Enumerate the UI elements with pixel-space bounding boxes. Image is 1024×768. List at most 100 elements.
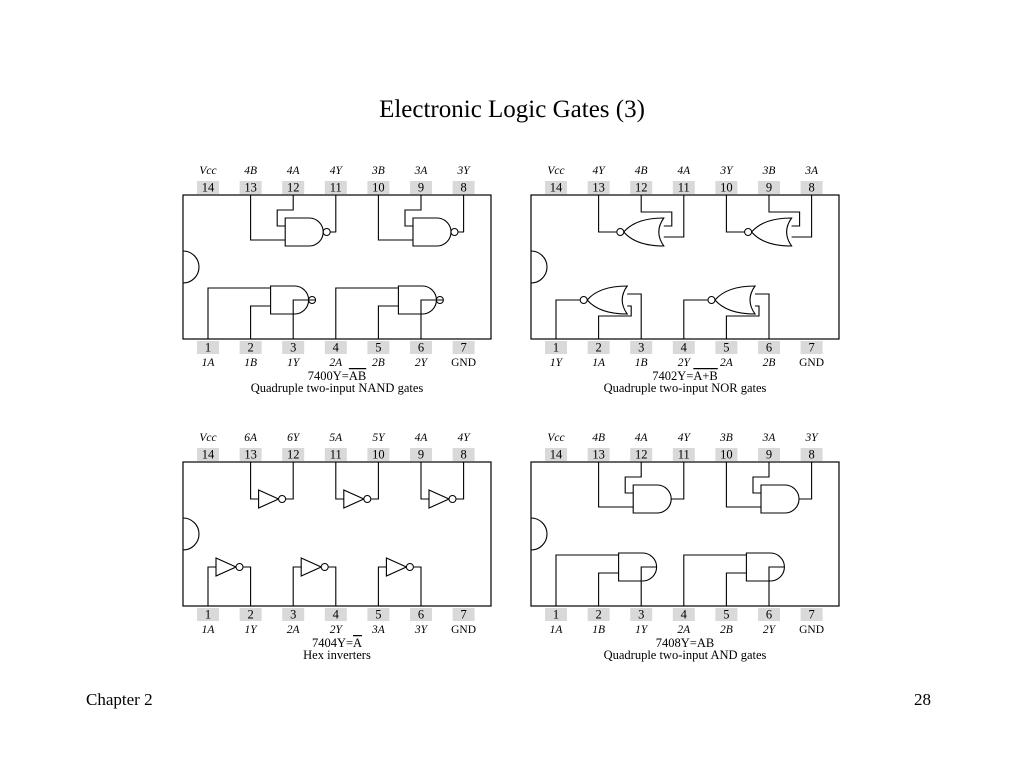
inversion-bubble (320, 563, 329, 571)
pin-box (630, 181, 653, 194)
nor-gate-symbol (623, 217, 665, 247)
pin-number: 7 (808, 608, 814, 622)
chip-7404: 14Vcc11A136A21Y126Y32A115A42Y105Y53A94A6… (182, 432, 492, 662)
inversion-bubble (616, 228, 625, 236)
pin-label: 1Y (635, 624, 649, 636)
pin-box (282, 448, 305, 461)
pin-label: 3A (762, 432, 777, 444)
pin-box (715, 341, 738, 354)
pin-box (800, 448, 823, 461)
pin-label: GND (451, 624, 476, 636)
pin-number: 8 (808, 181, 814, 195)
pin-label: 1A (202, 624, 216, 636)
inversion-bubble (579, 296, 588, 304)
wire (370, 462, 379, 500)
pin-box (587, 448, 610, 461)
wire (207, 287, 271, 339)
chip-7400: 14Vcc11A134B21B124A31Y114Y42A103B52B93A6… (182, 165, 492, 395)
pin-box (452, 181, 475, 194)
pin-label: 2B (763, 357, 776, 369)
pin-label: 1A (202, 357, 216, 369)
wire (627, 293, 642, 339)
pin-box (545, 608, 567, 621)
pin-box (410, 448, 432, 461)
pin-label: 3Y (457, 165, 472, 177)
pin-box (800, 341, 823, 354)
pin-label: Vcc (199, 432, 216, 444)
pin-number: 14 (550, 181, 563, 195)
pin-box (197, 448, 219, 461)
pin-box (758, 341, 780, 354)
pin-label: GND (451, 357, 476, 369)
chip-body (182, 194, 492, 340)
pin-number: 3 (290, 341, 296, 355)
pin-label: 1A (592, 357, 606, 369)
pin-number: 3 (638, 341, 644, 355)
pin-label: GND (799, 624, 824, 636)
pin-number: 14 (550, 448, 563, 462)
wire (598, 462, 634, 508)
pin-box (367, 448, 390, 461)
pin-number: 4 (333, 341, 340, 355)
pin-box (758, 608, 780, 621)
pin-number: 6 (418, 341, 424, 355)
pin-number: 5 (723, 608, 729, 622)
pin-box (410, 608, 432, 621)
pin-number: 4 (681, 341, 688, 355)
pin-box (239, 341, 262, 354)
inversion-bubble (405, 563, 414, 571)
wire (458, 195, 465, 233)
pin-label: 2Y (678, 357, 692, 369)
pin-number: 7 (460, 608, 466, 622)
chip-description: Quadruple two-input AND gates (604, 648, 767, 662)
pin-number: 12 (635, 181, 648, 195)
pin-number: 13 (592, 448, 605, 462)
wire (276, 195, 294, 227)
pin-box (367, 181, 390, 194)
inversion-bubble (235, 563, 244, 571)
pin-number: 6 (766, 608, 772, 622)
pin-number: 5 (723, 341, 729, 355)
chip-7408: 14Vcc11A134B21B124A31Y114Y42A103B52B93A6… (530, 432, 840, 662)
orientation-notch (182, 250, 200, 284)
pin-label: Vcc (547, 165, 564, 177)
pin-box (239, 448, 262, 461)
pin-box (282, 341, 305, 354)
pin-box (758, 181, 780, 194)
pin-box (545, 181, 567, 194)
pin-number: 5 (375, 608, 381, 622)
wire (752, 462, 770, 494)
chip-description: Hex inverters (303, 648, 371, 662)
pin-label: 1Y (550, 357, 564, 369)
orientation-notch (530, 250, 548, 284)
pin-number: 9 (418, 448, 424, 462)
pin-number: 1 (205, 341, 211, 355)
pin-label: 2Y (763, 624, 777, 636)
pin-number: 10 (372, 181, 385, 195)
pin-number: 7 (808, 341, 814, 355)
wire (292, 299, 316, 339)
pin-label: 3Y (805, 432, 820, 444)
inverter-symbol (300, 557, 323, 577)
pin-label: 1B (244, 357, 257, 369)
pin-box (800, 608, 823, 621)
wire (755, 293, 770, 339)
pin-label: 3A (804, 165, 819, 177)
inversion-bubble (744, 228, 753, 236)
pin-box (197, 181, 219, 194)
wire (671, 462, 685, 500)
wire (330, 195, 337, 233)
chip-7402: 14Vcc11Y134Y21A124B31B114A42Y103Y52A93B6… (530, 165, 840, 395)
pin-box (452, 608, 475, 621)
pin-number: 1 (205, 608, 211, 622)
wire (791, 195, 813, 238)
pin-number: 2 (595, 341, 601, 355)
wire (725, 305, 760, 339)
pin-label: 3B (371, 165, 385, 177)
pin-number: 9 (418, 181, 424, 195)
wire (598, 195, 617, 233)
pin-label: 1Y (287, 357, 301, 369)
wire (285, 462, 294, 500)
page-number: 28 (914, 690, 931, 709)
pin-box (324, 181, 347, 194)
